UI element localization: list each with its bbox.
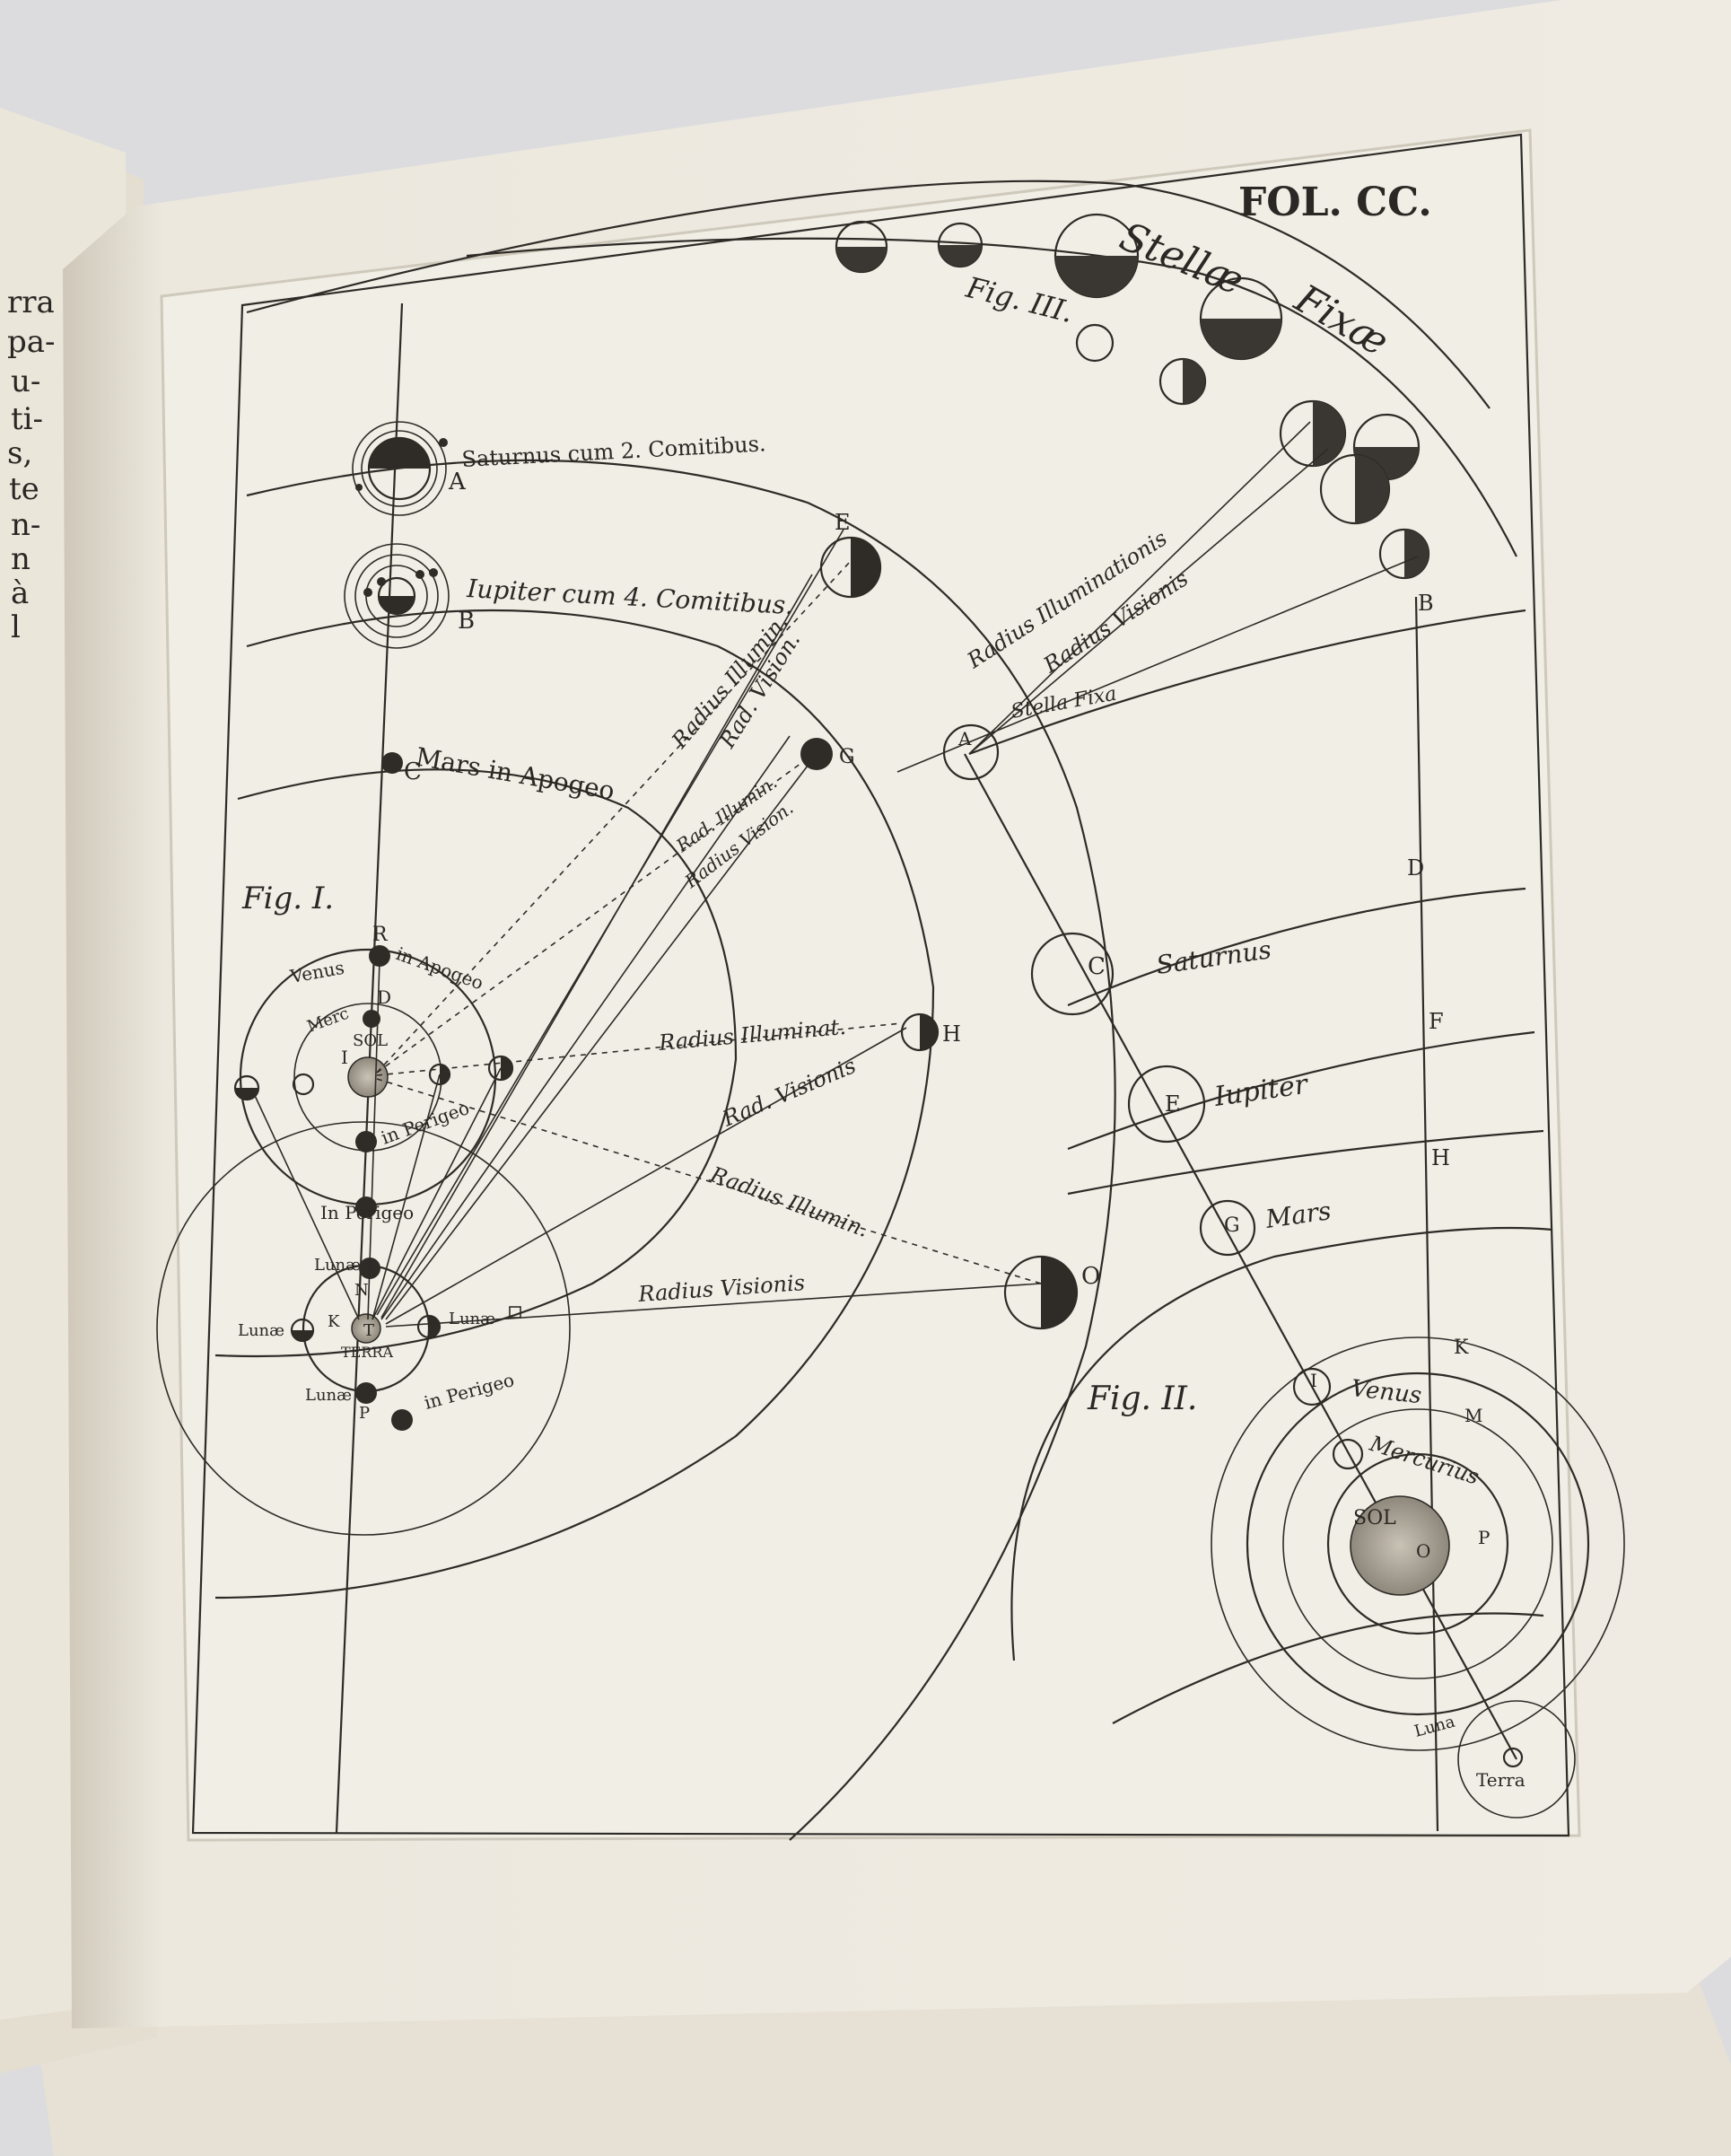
sol-fig1-label: SOL — [353, 1031, 388, 1050]
letter-m-fig2: M — [1464, 1405, 1482, 1426]
left-fragment: te — [9, 471, 39, 507]
letter-i-fig2: I — [1310, 1370, 1317, 1391]
letter-n-fig2: O — [1416, 1540, 1430, 1562]
lunae-label: Lunæ — [238, 1321, 284, 1340]
letter-d: D — [377, 986, 391, 1008]
letter-h-fig2: H — [1431, 1145, 1450, 1170]
book-block-edge — [36, 1975, 1731, 2156]
star-shade — [1404, 530, 1429, 578]
left-fragment: n- — [11, 507, 40, 543]
star-shade — [836, 247, 887, 272]
earth-orbit-wide — [156, 1121, 571, 1536]
star-shade — [1183, 359, 1205, 404]
star-circle — [1075, 323, 1115, 363]
letter-k-fig2: K — [1454, 1337, 1469, 1359]
left-fragment: n — [11, 541, 31, 577]
plate-frame — [191, 133, 1570, 1837]
lunae-label: Lunæ — [305, 1386, 352, 1405]
left-fragment: à — [11, 575, 29, 611]
letter-a: A — [448, 469, 467, 495]
sol-fig2-label: SOL — [1353, 1507, 1396, 1529]
letter-b: B — [458, 608, 475, 635]
fig2-sight-line — [964, 753, 1517, 1760]
letter-e-fig2: E — [1165, 1091, 1181, 1117]
letter-h: H — [942, 1021, 961, 1047]
left-fragment: ti- — [11, 401, 43, 437]
terra-fig2-label: Terra — [1476, 1769, 1526, 1791]
left-fragment: rra — [7, 285, 55, 320]
letter-c: C — [404, 758, 422, 785]
left-fragment: s, — [7, 435, 32, 471]
plate-mark — [160, 128, 1581, 1842]
letter-b-fig2: B — [1418, 591, 1434, 616]
left-fragment: u- — [11, 364, 40, 399]
letter-a-fig2: A — [957, 728, 972, 749]
lunae-label: Lunæ — [314, 1256, 361, 1275]
star-shade — [1055, 256, 1138, 297]
letter-p: P — [359, 1404, 370, 1423]
venus-perigee-label: In Perigeo — [320, 1202, 414, 1223]
letter-n: O — [1081, 1263, 1100, 1290]
letter-r: R — [372, 924, 389, 946]
letter-i: I — [341, 1047, 348, 1068]
letter-l: N — [354, 1281, 369, 1300]
letter-e: E — [835, 510, 851, 535]
fig2-label: Fig. II. — [1087, 1380, 1197, 1417]
letter-o-fig2: P — [1478, 1527, 1490, 1548]
letter-f-fig2: F — [1429, 1009, 1444, 1034]
letter-g-fig2: G — [1224, 1214, 1240, 1237]
lunae-label: Lunæ — [449, 1310, 495, 1328]
letter-k: K — [328, 1312, 340, 1331]
folio-number: FOL. CC. — [1238, 180, 1432, 225]
letter-t: T — [363, 1321, 374, 1340]
letter-g: G — [839, 746, 855, 768]
letter-c-fig2: C — [1088, 953, 1106, 980]
star-shade — [939, 245, 982, 267]
left-fragment: pa- — [7, 324, 56, 360]
star-shade — [1201, 319, 1281, 359]
left-page-text: rra pa- u- ti- s, te n- n à l — [7, 285, 56, 645]
letter-d-fig2: D — [1407, 855, 1424, 881]
star-shade — [1313, 401, 1345, 466]
terra-fig1-label: TERRA — [341, 1344, 393, 1361]
left-fragment: l — [11, 609, 21, 645]
star-shade — [1355, 455, 1389, 523]
fig1-label: Fig. I. — [241, 881, 334, 916]
